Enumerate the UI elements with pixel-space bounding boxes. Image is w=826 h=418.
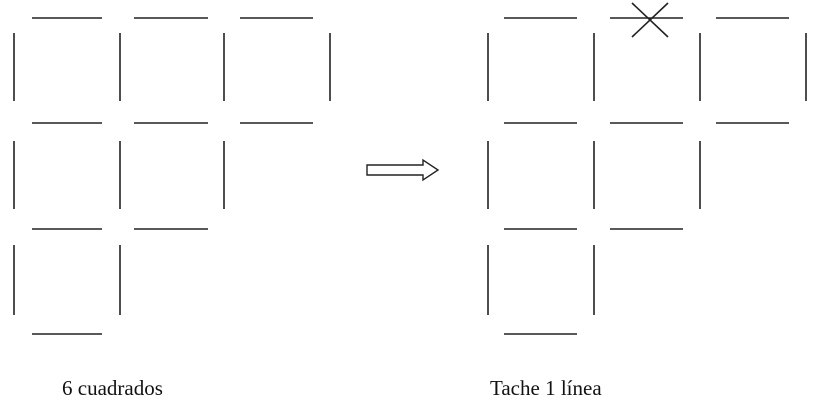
right-caption: Tache 1 línea <box>490 376 602 400</box>
left-caption: 6 cuadrados <box>62 376 163 400</box>
right-grid <box>487 17 807 335</box>
right-arrow-icon <box>366 158 440 182</box>
left-grid <box>13 17 331 335</box>
cross-mark-icon <box>631 2 669 38</box>
